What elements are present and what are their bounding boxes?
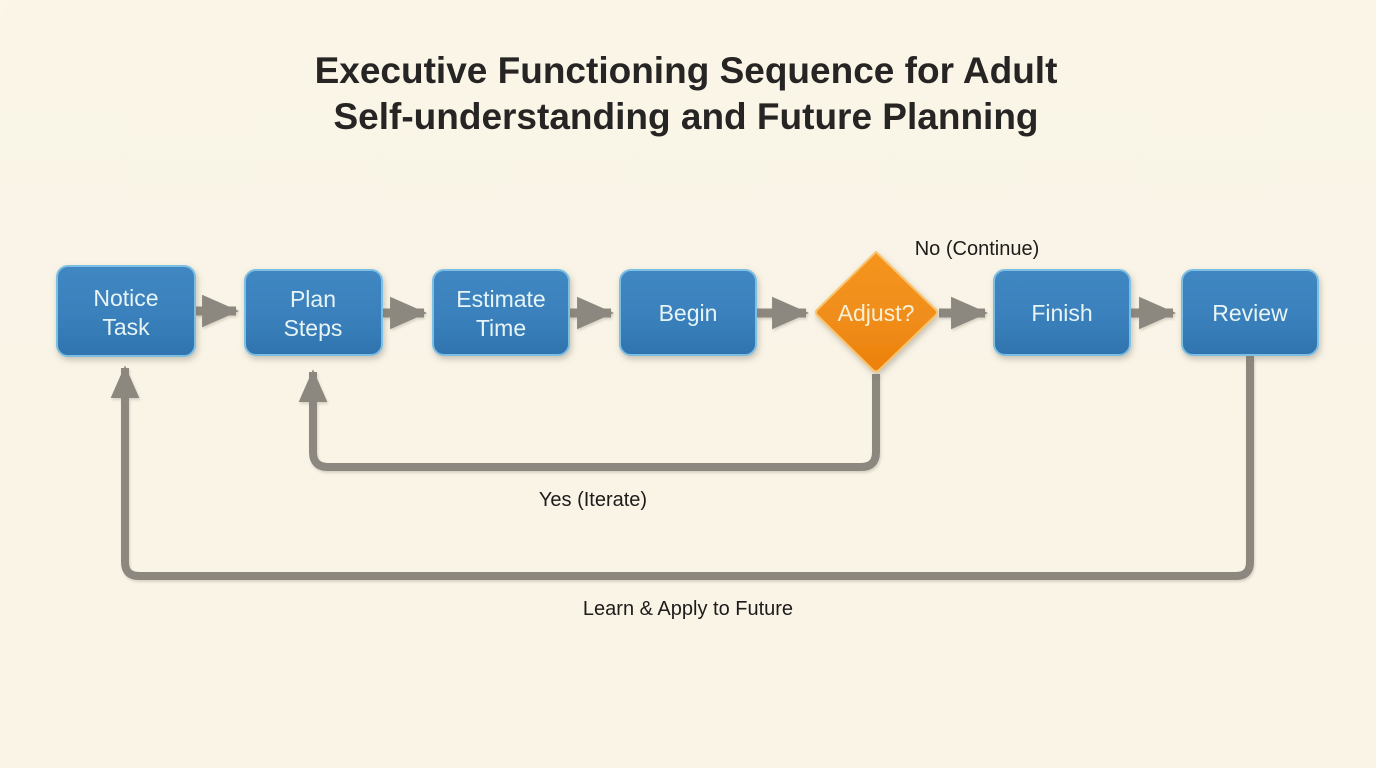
node-estimate-time-shape[interactable] <box>432 269 570 356</box>
node-estimate-time-label-line1: Estimate <box>456 286 545 312</box>
edge-label-learn-apply: Learn & Apply to Future <box>583 598 793 620</box>
node-adjust-decision-label: Adjust? <box>838 300 915 326</box>
node-review-shape[interactable] <box>1181 269 1319 356</box>
edge-adjust-plan-loop <box>298 369 880 471</box>
node-estimate-time[interactable]: Estimate Time <box>432 269 570 356</box>
edge-label-no-continue: No (Continue) <box>915 238 1040 260</box>
edge-labels-layer: No (Continue) Yes (Iterate) Learn & Appl… <box>539 238 1039 620</box>
node-finish[interactable]: Finish <box>993 269 1131 356</box>
title-line-2: Self-understanding and Future Planning <box>333 96 1038 137</box>
node-review[interactable]: Review <box>1181 269 1319 356</box>
node-notice-task-label-line1: Notice <box>93 285 158 311</box>
node-notice-task[interactable]: Notice Task <box>56 265 196 357</box>
edge-review-notice-line <box>110 356 1254 580</box>
node-adjust-decision-shape[interactable] <box>815 250 938 373</box>
node-estimate-time-label-line2: Time <box>476 315 526 341</box>
page-title: Executive Functioning Sequence for Adult… <box>315 50 1058 137</box>
node-plan-steps-label-line2: Steps <box>284 315 343 341</box>
edge-review-notice-loop <box>110 356 1254 580</box>
edge-adjust-plan-line <box>298 369 880 471</box>
node-notice-task-label-line2: Task <box>102 314 150 340</box>
connectors-layer <box>110 294 1254 580</box>
node-adjust-decision[interactable]: Adjust? <box>815 250 938 373</box>
node-notice-task-shape[interactable] <box>56 265 196 357</box>
title-line-1: Executive Functioning Sequence for Adult <box>315 50 1058 91</box>
node-begin-shape[interactable] <box>619 269 757 356</box>
node-finish-label: Finish <box>1031 300 1092 326</box>
node-finish-shape[interactable] <box>993 269 1131 356</box>
node-begin[interactable]: Begin <box>619 269 757 356</box>
node-begin-label: Begin <box>659 300 718 326</box>
node-plan-steps-label-line1: Plan <box>290 286 336 312</box>
node-plan-steps-shape[interactable] <box>244 269 383 356</box>
node-review-label: Review <box>1212 300 1288 326</box>
edge-label-yes-iterate: Yes (Iterate) <box>539 489 647 511</box>
node-plan-steps[interactable]: Plan Steps <box>244 269 383 356</box>
